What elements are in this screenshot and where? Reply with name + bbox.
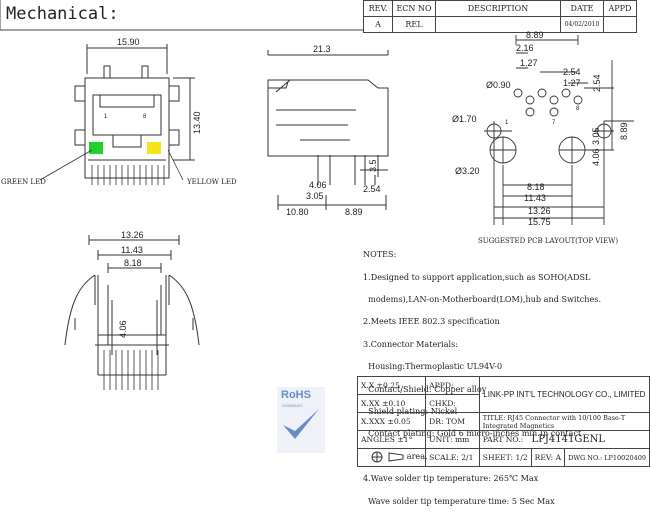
drawing-canvas: 15.90 13.40 GREEN LED YELLOW LED 1 8 21.… [0, 0, 634, 390]
note-line: Wave solder tip temperature time: 5 Sec … [363, 495, 555, 506]
pcb-w3: 1.27 [520, 58, 538, 68]
side-d3: 2.54 [363, 184, 381, 194]
bottom-d3: 8.18 [124, 258, 142, 268]
rohs-text: RoHS [281, 389, 311, 401]
tolerance-2: X.XX ±0.10 [356, 394, 427, 413]
appd-field: APPD: [425, 376, 480, 395]
note-line: modems),LAN-on-Motherboard(LOM),hub and … [363, 294, 602, 305]
pcb-layout [484, 35, 634, 225]
pcb-hole1: Ø0.90 [486, 80, 511, 90]
side-d2: 3.05 [306, 191, 324, 201]
rev-field: REV: A [530, 448, 566, 467]
side-d4: 10.80 [286, 207, 309, 217]
note-line: 2.Meets IEEE 802.3 specification [363, 316, 500, 327]
pcb-n1: 1 [505, 120, 509, 126]
note-line: NOTES: [363, 249, 397, 260]
angles-tolerance: ANGLES ±1° [356, 430, 427, 449]
yellow-led [147, 142, 161, 154]
pcb-w5: 1.27 [563, 78, 581, 88]
side-length: 21.3 [313, 44, 331, 54]
pcb-w1: 8.89 [526, 30, 544, 40]
title-value-2: Integrated Magnetics [482, 421, 555, 430]
side-view [267, 50, 389, 210]
part-field: PART NO.: LPJ4141GENL [478, 430, 650, 449]
pin8-label: 8 [143, 114, 147, 120]
side-d5: 8.89 [345, 207, 363, 217]
note-line: 4.Wave solder tip temperature: 265℃ Max [363, 473, 539, 484]
tolerance-1: X.X ±0.25 [356, 376, 427, 395]
dwg-field: DWG NO.: LP10020409 [564, 448, 650, 467]
front-view [74, 44, 195, 185]
scale-field: SCALE: 2/1 [425, 448, 480, 467]
bottom-d2: 11.43 [121, 245, 143, 255]
pcb-hole2: Ø1.70 [452, 114, 477, 124]
pin1-label: 1 [104, 114, 108, 120]
projection-cell [356, 448, 427, 467]
note-line: Housing:Thermoplastic UL94V-0 [363, 361, 503, 372]
pcb-n8: 8 [576, 106, 580, 112]
unit-field: UNIT: mm [425, 430, 480, 449]
pcb-hole3: Ø3.20 [455, 166, 480, 176]
rohs-logo [277, 387, 325, 453]
title-block: X.X ±0.25 APPD: LINK-PP INT'L TECHNOLOGY… [356, 376, 650, 467]
pcb-w2: 2.16 [516, 43, 534, 53]
title-label: TITLE: [482, 413, 506, 422]
bottom-d4: 4.06 [118, 320, 128, 338]
drawn-by: DR: TOM [425, 412, 480, 431]
pcb-b4: 15.75 [528, 217, 551, 227]
ecn-value: REL [392, 16, 436, 33]
tolerance-3: X.XXX ±0.05 [356, 412, 427, 431]
revision-table: REV. ECN NO DESCRIPTION DATE APPD A REL … [363, 0, 637, 33]
page-title: Mechanical: [6, 4, 119, 24]
pcb-n7: 7 [552, 120, 556, 126]
front-height: 13.40 [192, 111, 202, 134]
rohs-subtext: 2002/95/EC [282, 403, 304, 408]
title-value: RJ45 Connector with 10/100 Base-T [507, 413, 626, 422]
note-line: 1.Designed to support application,such a… [363, 271, 591, 282]
bottom-view [64, 235, 200, 390]
bottom-d1: 13.26 [121, 230, 144, 240]
side-d1: 4.06 [309, 180, 327, 190]
pcb-v1: 2.54 [592, 74, 602, 92]
pcb-v4: 8.89 [619, 122, 629, 140]
pcb-caption: SUGGESTED PCB LAYOUT(TOP VIEW) [478, 237, 618, 245]
pcb-v3: 4.06 [591, 148, 601, 166]
chkd-field: CHKD: [425, 394, 480, 413]
pcb-b1: 8.18 [527, 182, 545, 192]
company-name: LINK-PP INT'L TECHNOLOGY CO., LIMITED [478, 376, 650, 413]
part-number: LPJ4141GENL [531, 434, 606, 445]
appd-value [603, 16, 637, 33]
pcb-b3: 13.26 [528, 206, 551, 216]
note-line: 3.Connector Materials: [363, 338, 459, 349]
sheet-field: SHEET: 1/2 [478, 448, 532, 467]
green-led-label: GREEN LED [1, 178, 46, 186]
title-field: TITLE: RJ45 Connector with 10/100 Base-T… [478, 412, 650, 431]
pin-length: 3.5 [368, 159, 378, 172]
front-width: 15.90 [117, 37, 140, 47]
pcb-b2: 11.43 [524, 193, 546, 203]
pcb-w4: 2.54 [563, 67, 581, 77]
yellow-led-label: YELLOW LED [186, 178, 237, 186]
pcb-v2: 3.05 [591, 127, 601, 145]
part-label: PART NO.: [482, 435, 524, 444]
green-led [89, 142, 103, 154]
